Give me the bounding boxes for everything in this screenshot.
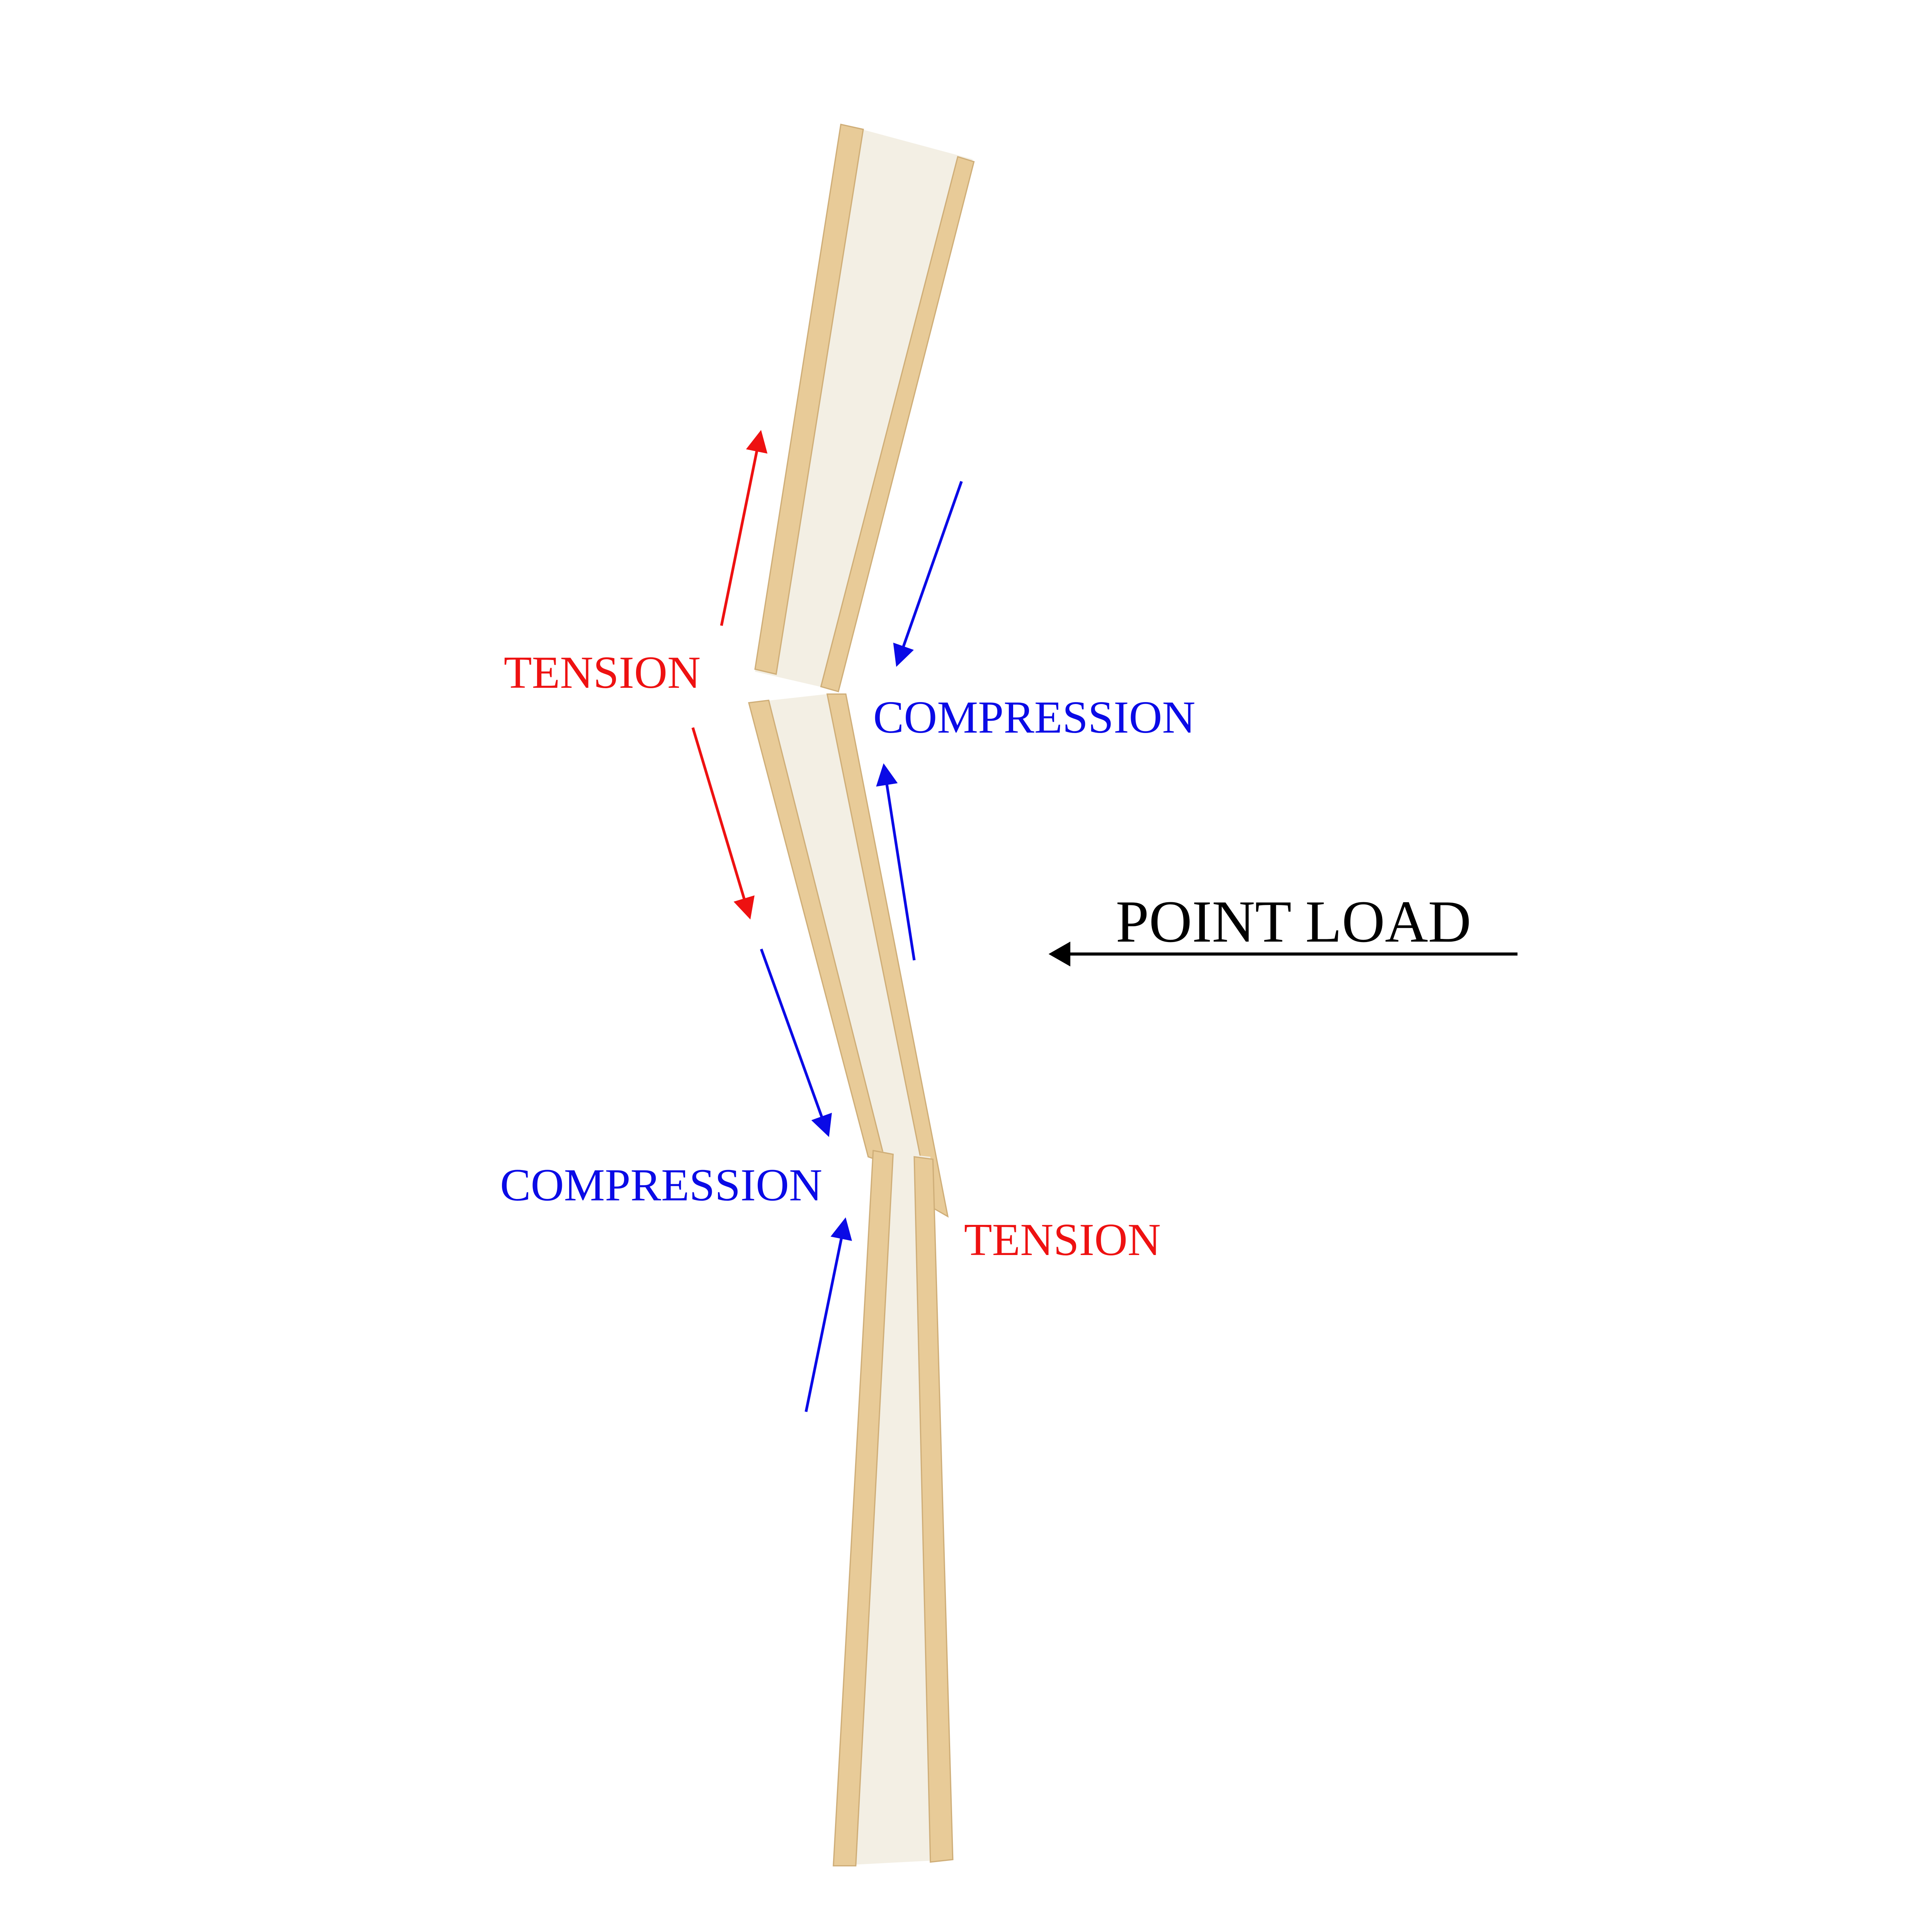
tension-label-top: TENSION — [504, 647, 701, 698]
beam-bottom-segment — [833, 1150, 954, 1867]
compression-label-bottom: COMPRESSION — [500, 1159, 822, 1210]
compression-label-top: COMPRESSION — [873, 692, 1196, 743]
compression-arrow-bottom-up — [804, 1217, 852, 1412]
compression-arrow-top-up — [876, 763, 916, 961]
tension-arrow-up — [720, 430, 768, 626]
beam-middle-segment — [748, 693, 949, 1218]
beam-top-segment — [754, 123, 975, 692]
compression-arrow-top-down — [893, 481, 963, 667]
compression-arrow-bottom-down — [760, 948, 832, 1137]
tension-label-bottom: TENSION — [964, 1214, 1161, 1265]
tension-arrow-down — [691, 727, 755, 920]
point-load-label: POINT LOAD — [1116, 889, 1471, 955]
